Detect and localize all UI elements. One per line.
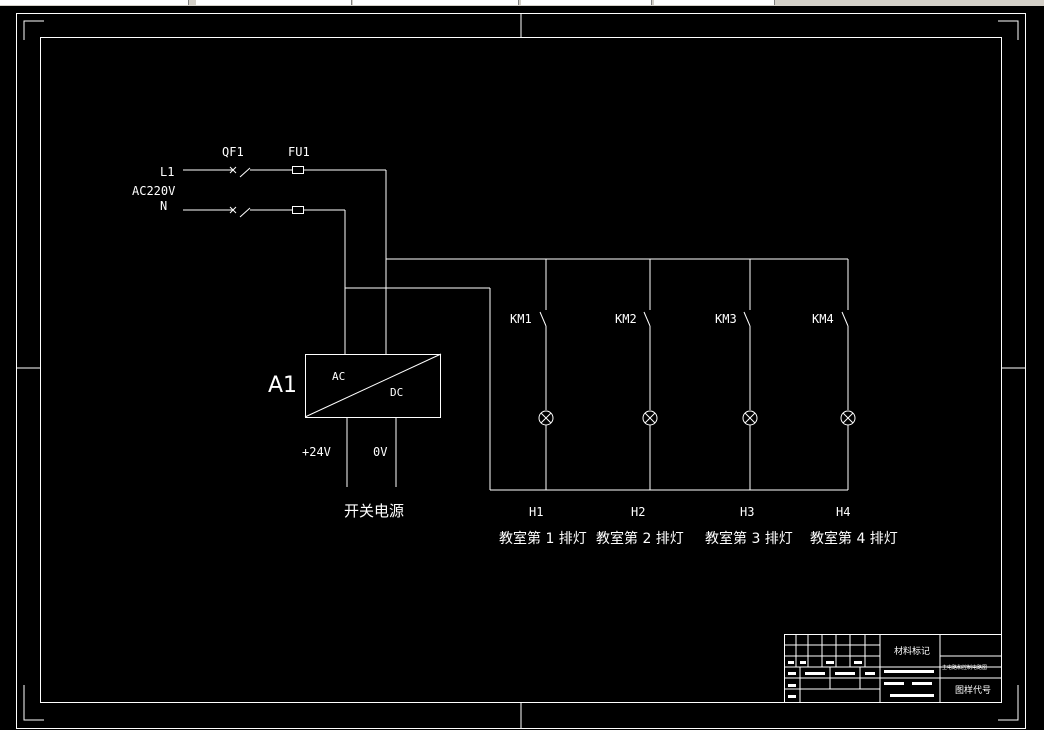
row-caption: 教室第 3 排灯 — [705, 530, 793, 547]
breaker-label: QF1 — [222, 145, 244, 159]
zero-v-label: 0V — [373, 445, 387, 459]
fuse-label: FU1 — [288, 145, 310, 159]
contact-blade — [539, 311, 547, 327]
ac-label: AC — [332, 370, 345, 383]
title-block — [784, 634, 1002, 703]
lamp-cross — [744, 412, 756, 424]
lamp-cross — [644, 412, 656, 424]
title-block-fill-marks — [788, 661, 934, 698]
contact-blade — [643, 311, 651, 327]
contact-label: KM4 — [812, 312, 834, 326]
window-toolbar-strip — [0, 0, 1044, 6]
toolbar-field[interactable] — [654, 0, 775, 5]
row-caption: 教室第 2 排灯 — [596, 530, 684, 547]
row-caption: 教室第 1 排灯 — [499, 530, 587, 547]
l1-label: L1 — [160, 165, 174, 179]
lamp-cross — [842, 412, 854, 424]
dc-label: DC — [390, 386, 403, 399]
contact-label: KM3 — [715, 312, 737, 326]
voltage-label: AC220V — [132, 184, 175, 198]
lamp-label: H1 — [529, 505, 543, 519]
lamp-label: H4 — [836, 505, 850, 519]
plus-24v-label: +24V — [302, 445, 331, 459]
material-mark-label: 材料标记 — [894, 645, 930, 657]
supply-wiring — [183, 166, 848, 491]
toolbar-field[interactable] — [0, 0, 189, 5]
row-caption: 教室第 4 排灯 — [810, 530, 898, 547]
lamp-label: H2 — [631, 505, 645, 519]
toolbar-field[interactable] — [521, 0, 652, 5]
lamp-branches — [538, 259, 856, 490]
contact-label: KM2 — [615, 312, 637, 326]
contact-blade — [841, 311, 849, 327]
drawing-name-label: 主电路和控制电路图 — [942, 664, 987, 671]
switching-power-supply — [304, 353, 442, 487]
drawing-number-label: 图样代号 — [955, 684, 991, 696]
power-supply-caption: 开关电源 — [344, 502, 404, 520]
lamp-cross — [540, 412, 552, 424]
contact-blade — [743, 311, 751, 327]
n-label: N — [160, 199, 167, 213]
power-unit-id: A1 — [268, 373, 297, 398]
contact-label: KM1 — [510, 312, 532, 326]
toolbar-field[interactable] — [353, 0, 519, 5]
lamp-label: H3 — [740, 505, 754, 519]
drawing-frame — [16, 13, 1026, 729]
toolbar-field[interactable] — [196, 0, 352, 5]
